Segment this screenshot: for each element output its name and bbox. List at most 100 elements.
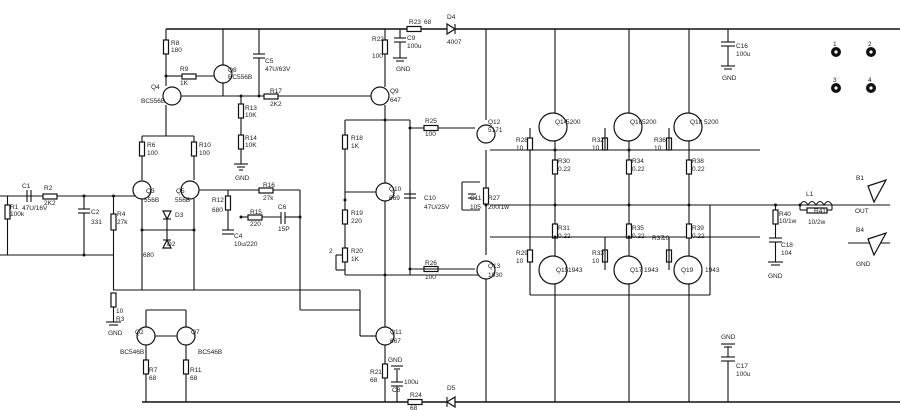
- r17-resistor: [263, 93, 279, 100]
- q19-transistor: [673, 255, 703, 285]
- component-label: Q2: [135, 329, 144, 336]
- component-label: R21: [370, 369, 382, 376]
- component-label: 647: [390, 97, 401, 104]
- component-label: R18: [351, 135, 363, 142]
- r28-resistor: [526, 137, 534, 151]
- top-left-stage: R8 180 R9 1K Q4 BC556B Q8 BC556B C5 47U/…: [141, 29, 385, 182]
- component-label: 47U/63V: [265, 66, 291, 73]
- component-label: D5: [447, 385, 456, 392]
- component-label: R32: [592, 137, 604, 144]
- q16-transistor: [613, 112, 643, 142]
- component-label: BC556B: [228, 74, 252, 81]
- r25-resistor: [423, 124, 439, 132]
- component-label: 10: [662, 235, 670, 242]
- input-stage: C1 47U/16V R1 100k R2 2K2 C2 331 R4 27k: [0, 183, 140, 290]
- component-label: 47U/16V: [22, 205, 48, 212]
- component-label: 10K: [245, 142, 257, 149]
- r21-resistor: [381, 363, 389, 379]
- component-label: R35: [632, 225, 644, 232]
- component-label: R8: [171, 40, 180, 47]
- component-label: 5200: [566, 119, 581, 126]
- component-label: 2: [868, 41, 872, 48]
- component-label: GND: [388, 357, 403, 364]
- r10-resistor: [190, 141, 198, 157]
- component-label: R28: [516, 137, 528, 144]
- l1-inductor: [799, 200, 833, 207]
- component-label: 556B: [144, 197, 159, 204]
- q4-transistor: [162, 86, 182, 106]
- component-label: C2: [91, 209, 100, 216]
- component-label: 10: [116, 308, 124, 315]
- component-label: GND: [722, 75, 737, 82]
- r24-resistor: [407, 398, 423, 406]
- component-label: R39: [692, 225, 704, 232]
- component-label: Q18: [690, 119, 703, 126]
- component-label: R36: [654, 137, 666, 144]
- component-label: R37: [652, 235, 664, 242]
- component-label: 68: [424, 19, 432, 26]
- component-label: 68: [190, 375, 198, 382]
- d5-diode: [445, 395, 456, 409]
- q15-transistor: [538, 255, 568, 285]
- component-label: R20: [351, 248, 363, 255]
- component-label: Q10: [389, 186, 402, 193]
- component-label: C8: [392, 387, 401, 394]
- output-stage: Q14 5200 R28 10 R30 0.22 Q16 5200 R32 10…: [484, 29, 890, 402]
- component-label: Q15: [556, 267, 569, 274]
- component-label: 669: [389, 195, 400, 202]
- component-label: 200/1w: [488, 204, 509, 211]
- component-label: 5200: [642, 119, 657, 126]
- component-label: Q14: [555, 119, 568, 126]
- component-label: BC556B: [141, 98, 165, 105]
- component-label: C9: [407, 35, 416, 42]
- component-label: 10: [592, 258, 600, 265]
- vas-driver-stage: R22 100 R23 68 C9 100u GND D4 4007 Q9 64…: [329, 14, 509, 410]
- r16-resistor: [258, 187, 274, 194]
- component-label: R19: [351, 210, 363, 217]
- component-label: C6: [278, 204, 287, 211]
- component-label: R14: [245, 135, 257, 142]
- component-label: OUT: [855, 208, 869, 215]
- c2-capacitor: [78, 196, 90, 255]
- component-label: 1943: [568, 267, 583, 274]
- c4-capacitor: [222, 229, 234, 235]
- component-label: 2K2: [44, 200, 56, 207]
- component-label: 1K: [351, 143, 360, 150]
- r2-resistor: [42, 193, 58, 200]
- component-label: 10/2w: [808, 219, 826, 226]
- component-label: 0.22: [558, 166, 571, 173]
- output-network: R40 10/1w C18 104 GND L1 R41 10/2w B1 OU…: [768, 175, 890, 280]
- d4-diode: [446, 22, 457, 36]
- c5-capacitor: [253, 29, 265, 96]
- r34-resistor: [625, 159, 633, 175]
- component-label: Q4: [151, 84, 160, 91]
- r20-resistor: [341, 247, 349, 263]
- component-label: R17: [270, 88, 282, 95]
- q9-transistor: [370, 86, 390, 106]
- component-label: 5171: [488, 127, 503, 134]
- r19-resistor: [341, 209, 349, 225]
- component-label: 100u: [736, 51, 751, 58]
- component-label: Q9: [390, 88, 399, 95]
- c1-capacitor: [26, 190, 32, 202]
- q17-transistor: [613, 255, 643, 285]
- component-label: D3: [175, 212, 184, 219]
- component-label: 1K: [351, 256, 360, 263]
- component-label: R13: [245, 105, 257, 112]
- c11-capacitor: [461, 181, 480, 211]
- component-label: Q12: [488, 119, 501, 126]
- r3-resistor: [110, 292, 117, 308]
- r29-resistor: [526, 249, 534, 263]
- r7-resistor: [142, 359, 150, 375]
- component-label: Q8: [228, 67, 237, 74]
- r11-resistor: [182, 359, 190, 375]
- component-label: 100u: [407, 43, 422, 50]
- c8-capacitor: [391, 365, 403, 402]
- component-label: 180: [171, 47, 182, 54]
- r30-resistor: [551, 159, 559, 175]
- component-label: 27k: [117, 219, 128, 226]
- component-label: D2: [167, 241, 176, 248]
- component-label: 10u/220: [234, 241, 258, 248]
- component-label: R30: [558, 158, 570, 165]
- component-label: 2: [329, 248, 333, 255]
